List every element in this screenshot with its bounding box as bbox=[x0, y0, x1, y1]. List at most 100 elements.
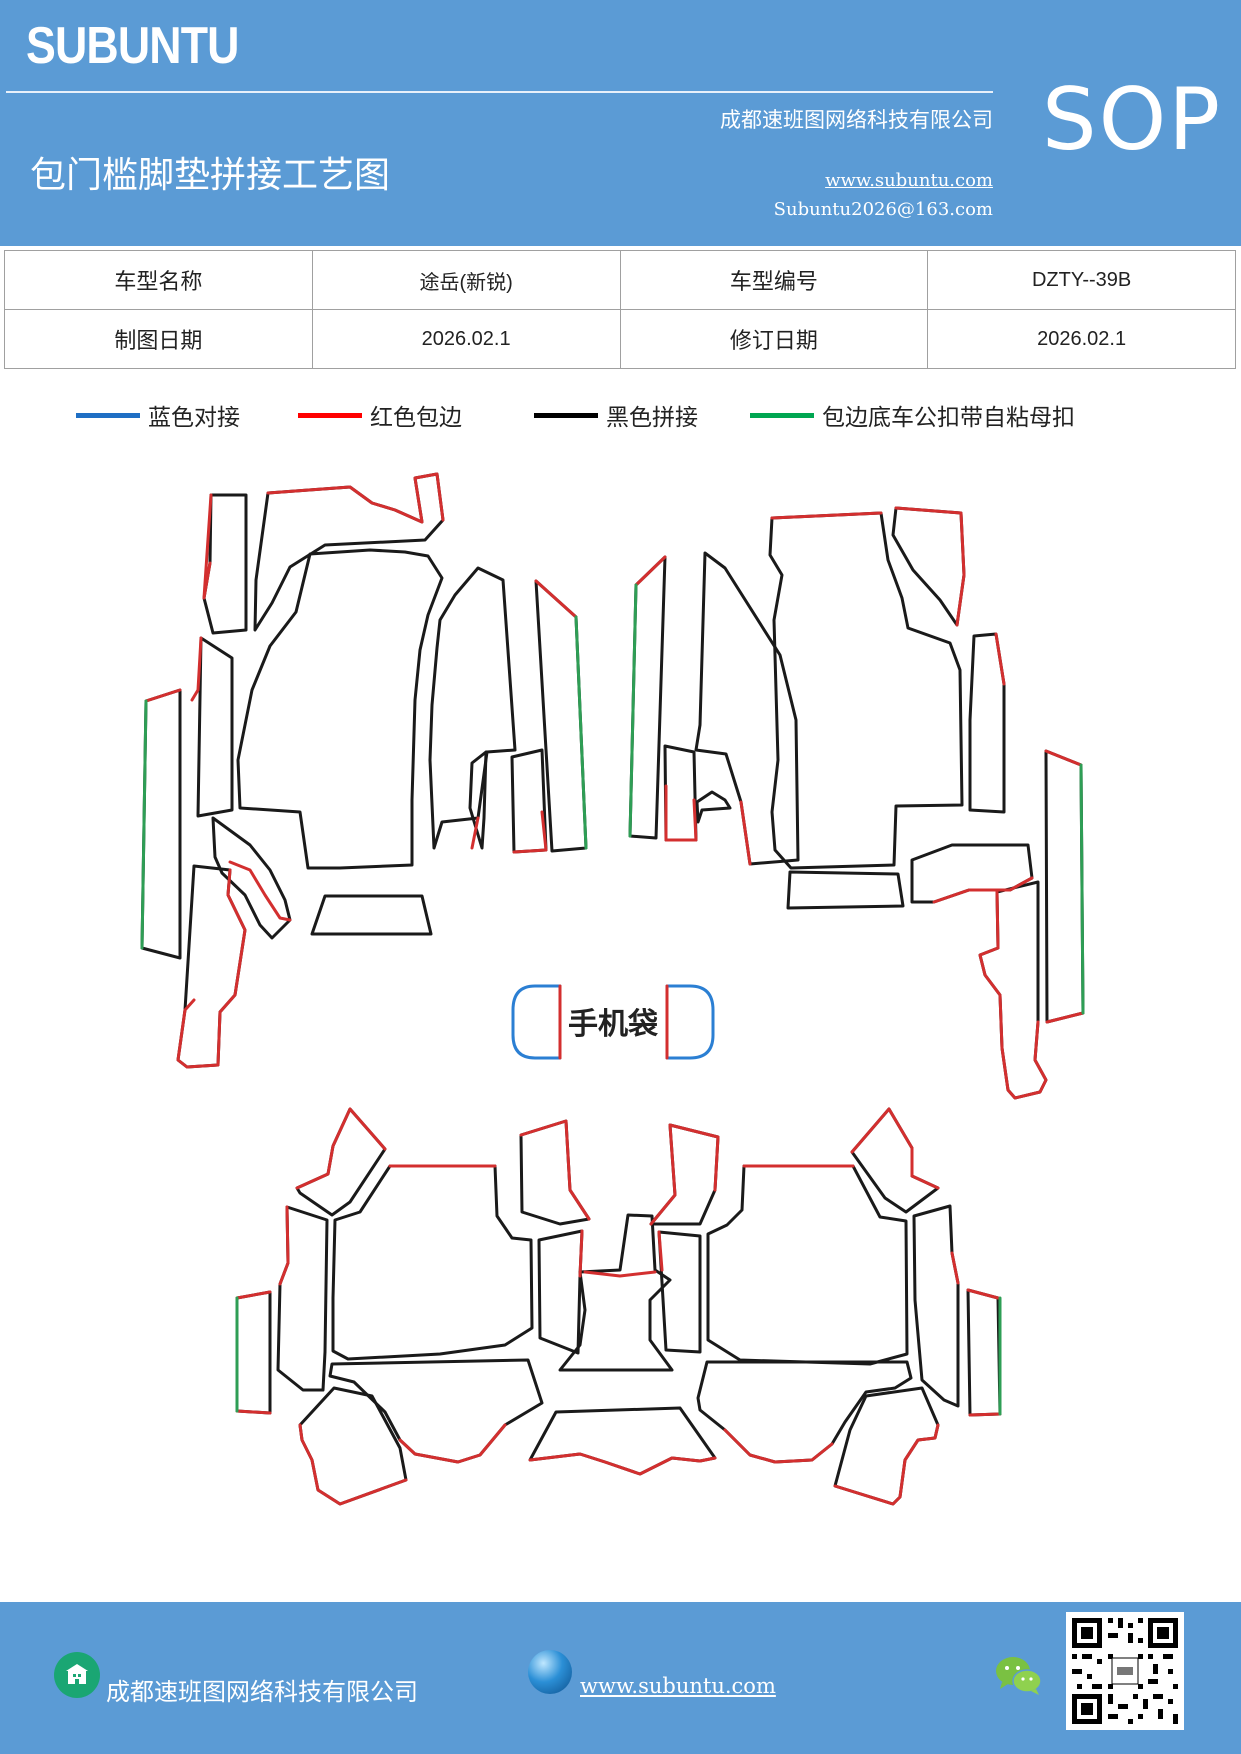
red-edge bbox=[470, 816, 480, 850]
mat-piece bbox=[833, 1386, 940, 1506]
legend-label: 红色包边 bbox=[370, 405, 462, 431]
mat-piece bbox=[850, 1107, 940, 1214]
red-edge bbox=[1045, 1011, 1085, 1024]
phone-bag-label: 手机袋 bbox=[568, 1007, 658, 1042]
mat-piece bbox=[295, 1107, 387, 1217]
mat-piece bbox=[978, 880, 1048, 1100]
header-website-link[interactable]: www.subuntu.com bbox=[825, 170, 993, 191]
legend-swatch bbox=[298, 412, 362, 418]
mat-piece bbox=[1044, 749, 1085, 1024]
mat-piece bbox=[428, 566, 517, 850]
red-edge bbox=[894, 506, 966, 627]
red-edge bbox=[968, 1412, 1002, 1417]
mat-piece bbox=[663, 744, 698, 842]
mat-piece bbox=[510, 748, 548, 854]
mat-piece bbox=[696, 1360, 913, 1464]
mat-piece bbox=[528, 1406, 717, 1476]
legend-item-blue: 蓝色对接 bbox=[76, 398, 240, 432]
vehicle-info-table: 车型名称 途岳(新锐) 车型编号 DZTY--39B 制图日期 2026.02.… bbox=[4, 250, 1236, 369]
header-divider bbox=[6, 91, 993, 93]
brand-logo: SUBUNTU bbox=[26, 17, 239, 75]
legend-swatch bbox=[534, 412, 598, 418]
globe-icon bbox=[528, 1650, 572, 1694]
red-edge bbox=[649, 1123, 720, 1226]
table-cell: 车型名称 bbox=[4, 250, 313, 310]
color-legend: 蓝色对接 红色包边 黑色拼接 包边底车公扣带自粘母扣 bbox=[0, 398, 1241, 438]
red-edge bbox=[278, 1205, 290, 1286]
mat-piece bbox=[910, 843, 1034, 904]
phone-bag-left-outline bbox=[511, 984, 562, 1060]
green-edge-segments bbox=[140, 583, 1085, 1416]
red-edge bbox=[657, 1230, 664, 1272]
mat-piece bbox=[706, 1164, 909, 1366]
wechat-icon[interactable] bbox=[994, 1654, 1044, 1702]
red-edge bbox=[528, 1452, 717, 1476]
header-email: Subuntu2026@163.com bbox=[773, 199, 993, 220]
mat-piece bbox=[558, 1213, 674, 1372]
table-cell: 车型编号 bbox=[619, 250, 929, 310]
mat-piece bbox=[468, 750, 488, 850]
mat-piece bbox=[310, 894, 433, 936]
mat-piece bbox=[694, 551, 800, 866]
green-edge bbox=[140, 699, 148, 950]
red-edge bbox=[398, 1423, 507, 1464]
green-edge bbox=[574, 615, 588, 850]
legend-item-red: 红色包边 bbox=[298, 398, 462, 432]
legend-swatch bbox=[76, 412, 140, 418]
red-edge bbox=[770, 511, 883, 520]
red-edge bbox=[202, 493, 213, 600]
mat-piece bbox=[786, 870, 905, 910]
footer-website-link[interactable]: www.subuntu.com bbox=[580, 1674, 776, 1698]
mat-piece bbox=[211, 816, 292, 940]
red-edge bbox=[634, 555, 667, 587]
red-edge bbox=[723, 1428, 834, 1464]
legend-item-green: 包边底车公扣带自粘母扣 bbox=[750, 398, 1075, 432]
red-edge bbox=[950, 1251, 960, 1285]
table-cell: 制图日期 bbox=[4, 309, 313, 369]
mat-piece bbox=[768, 511, 964, 870]
red-edge bbox=[144, 688, 182, 703]
qr-code bbox=[1066, 1612, 1184, 1730]
mat-piece bbox=[176, 864, 247, 1069]
red-edge bbox=[190, 636, 203, 702]
mat-piece bbox=[912, 1204, 960, 1408]
red-edge bbox=[519, 1119, 591, 1221]
page-footer: 成都速班图网络科技有限公司 www.subuntu.com bbox=[0, 1602, 1241, 1754]
table-cell: 途岳(新锐) bbox=[311, 250, 621, 310]
phone-bag-right-outline bbox=[665, 984, 715, 1060]
sop-badge: SOP bbox=[1042, 70, 1223, 170]
red-edge bbox=[534, 579, 578, 619]
red-edge bbox=[994, 632, 1006, 686]
red-edge bbox=[266, 472, 445, 524]
floor-mat-diagram: 手机袋 bbox=[140, 472, 1085, 1506]
red-edge bbox=[850, 1107, 940, 1190]
footer-company-name: 成都速班图网络科技有限公司 bbox=[106, 1678, 418, 1706]
green-edge bbox=[628, 583, 638, 838]
page-header: SUBUNTU SOP 成都速班图网络科技有限公司 包门槛脚垫拼接工艺图 www… bbox=[0, 0, 1241, 246]
red-edge bbox=[298, 1423, 408, 1506]
legend-label: 蓝色对接 bbox=[148, 405, 240, 431]
red-edge bbox=[583, 1270, 657, 1278]
red-edge bbox=[978, 890, 1048, 1100]
legend-label: 黑色拼接 bbox=[606, 405, 698, 431]
red-edge-segments bbox=[144, 472, 1085, 1506]
mat-piece bbox=[236, 548, 444, 870]
mat-piece bbox=[235, 1290, 272, 1415]
mat-piece bbox=[140, 688, 182, 960]
table-cell: 修订日期 bbox=[619, 309, 929, 369]
red-edge bbox=[228, 860, 292, 922]
mat-piece bbox=[657, 1230, 702, 1354]
mat-outlines bbox=[140, 472, 1085, 1506]
mat-piece bbox=[331, 1164, 534, 1361]
mat-piece bbox=[649, 1123, 720, 1226]
red-edge bbox=[578, 1229, 584, 1278]
green-edge bbox=[1079, 763, 1085, 1015]
red-edge bbox=[235, 1290, 272, 1300]
red-edge bbox=[235, 1409, 272, 1415]
mat-piece bbox=[276, 1205, 329, 1392]
red-edge bbox=[833, 1423, 940, 1506]
phone-bag: 手机袋 bbox=[511, 984, 715, 1060]
red-edge bbox=[966, 1288, 1000, 1300]
red-edge bbox=[1044, 749, 1083, 767]
legend-label: 包边底车公扣带自粘母扣 bbox=[822, 405, 1075, 431]
